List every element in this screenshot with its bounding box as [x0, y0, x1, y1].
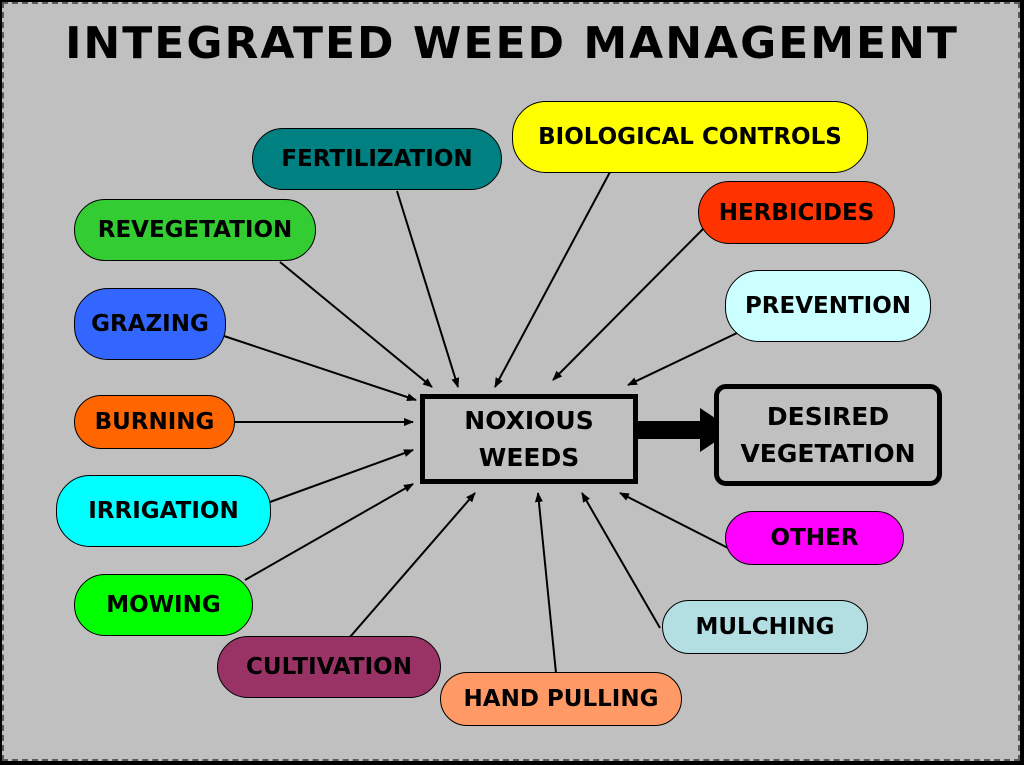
- noxious-weeds-box: NOXIOUS WEEDS: [420, 394, 638, 484]
- method-biological-controls: BIOLOGICAL CONTROLS: [512, 101, 868, 173]
- arrow-irrigation: [269, 449, 414, 503]
- method-mowing: MOWING: [74, 574, 253, 636]
- method-other: OTHER: [725, 511, 904, 565]
- method-grazing: GRAZING: [74, 288, 226, 360]
- slide-title: INTEGRATED WEED MANAGEMENT: [65, 18, 959, 69]
- big-arrow-to-desired: [618, 408, 733, 452]
- arrow-biological: [494, 171, 611, 388]
- arrow-grazing: [223, 335, 417, 401]
- method-mulching: MULCHING: [662, 600, 868, 654]
- arrow-fertilization: [396, 190, 460, 388]
- method-burning: BURNING: [74, 395, 235, 449]
- arrow-mowing: [244, 483, 414, 581]
- arrow-hand-pulling: [534, 492, 557, 674]
- arrow-revegetation: [279, 261, 433, 388]
- method-hand-pulling: HAND PULLING: [440, 672, 682, 726]
- method-irrigation: IRRIGATION: [56, 475, 271, 547]
- desired-vegetation-line1: DESIRED: [766, 401, 890, 431]
- noxious-weeds-line2: WEEDS: [478, 443, 580, 472]
- method-fertilization: FERTILIZATION: [252, 128, 502, 190]
- method-prevention: PREVENTION: [725, 270, 931, 342]
- arrow-cultivation: [349, 492, 476, 638]
- method-herbicides: HERBICIDES: [698, 181, 895, 244]
- arrow-mulching: [581, 492, 661, 629]
- desired-vegetation-line2: VEGETATION: [740, 439, 916, 468]
- desired-vegetation-box: DESIRED VEGETATION: [714, 384, 942, 486]
- method-revegetation: REVEGETATION: [74, 199, 316, 261]
- arrow-other: [619, 492, 729, 549]
- method-cultivation: CULTIVATION: [217, 636, 441, 698]
- noxious-weeds-line1: NOXIOUS: [464, 405, 594, 435]
- arrow-herbicides: [552, 227, 705, 381]
- arrow-prevention: [627, 332, 738, 386]
